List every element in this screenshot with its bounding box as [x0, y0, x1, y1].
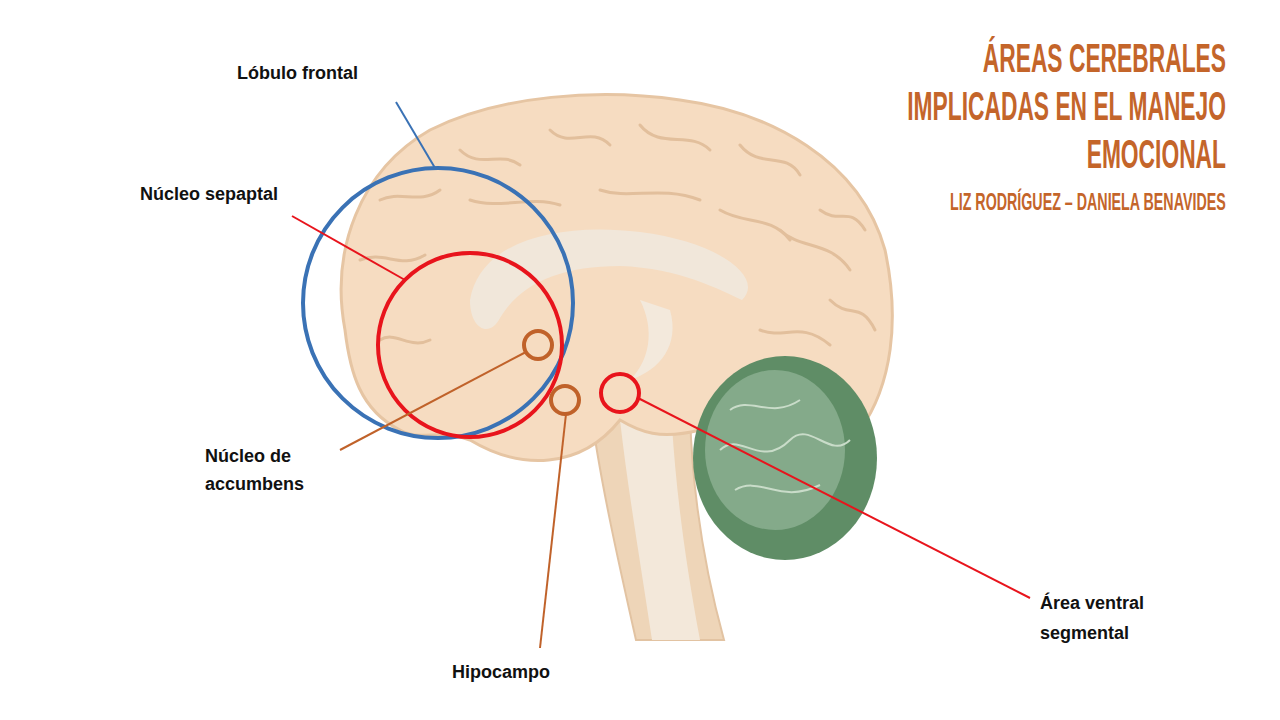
- leader-lines: [292, 102, 1030, 648]
- region-label: Núcleo de accumbens: [205, 442, 325, 498]
- region-label: Núcleo sepaptal: [140, 184, 278, 205]
- title: ÁREAS CEREBRALES IMPLICADAS EN EL MANEJO…: [850, 34, 1226, 178]
- gyri: [360, 125, 875, 345]
- region-label: Hipocampo: [452, 662, 550, 683]
- region-label: Lóbulo frontal: [237, 63, 358, 84]
- corpus-callosum: [470, 229, 748, 329]
- authors: LIZ RODRÍGUEZ – DANIELA BENAVIDES: [950, 189, 1226, 216]
- brainstem-core: [620, 420, 700, 640]
- cerebellum-folia: [720, 400, 850, 492]
- cerebellum: [693, 356, 877, 560]
- ventricle: [630, 300, 673, 380]
- region-label: Área ventral segmental: [1040, 588, 1190, 648]
- region-markers: [303, 168, 639, 438]
